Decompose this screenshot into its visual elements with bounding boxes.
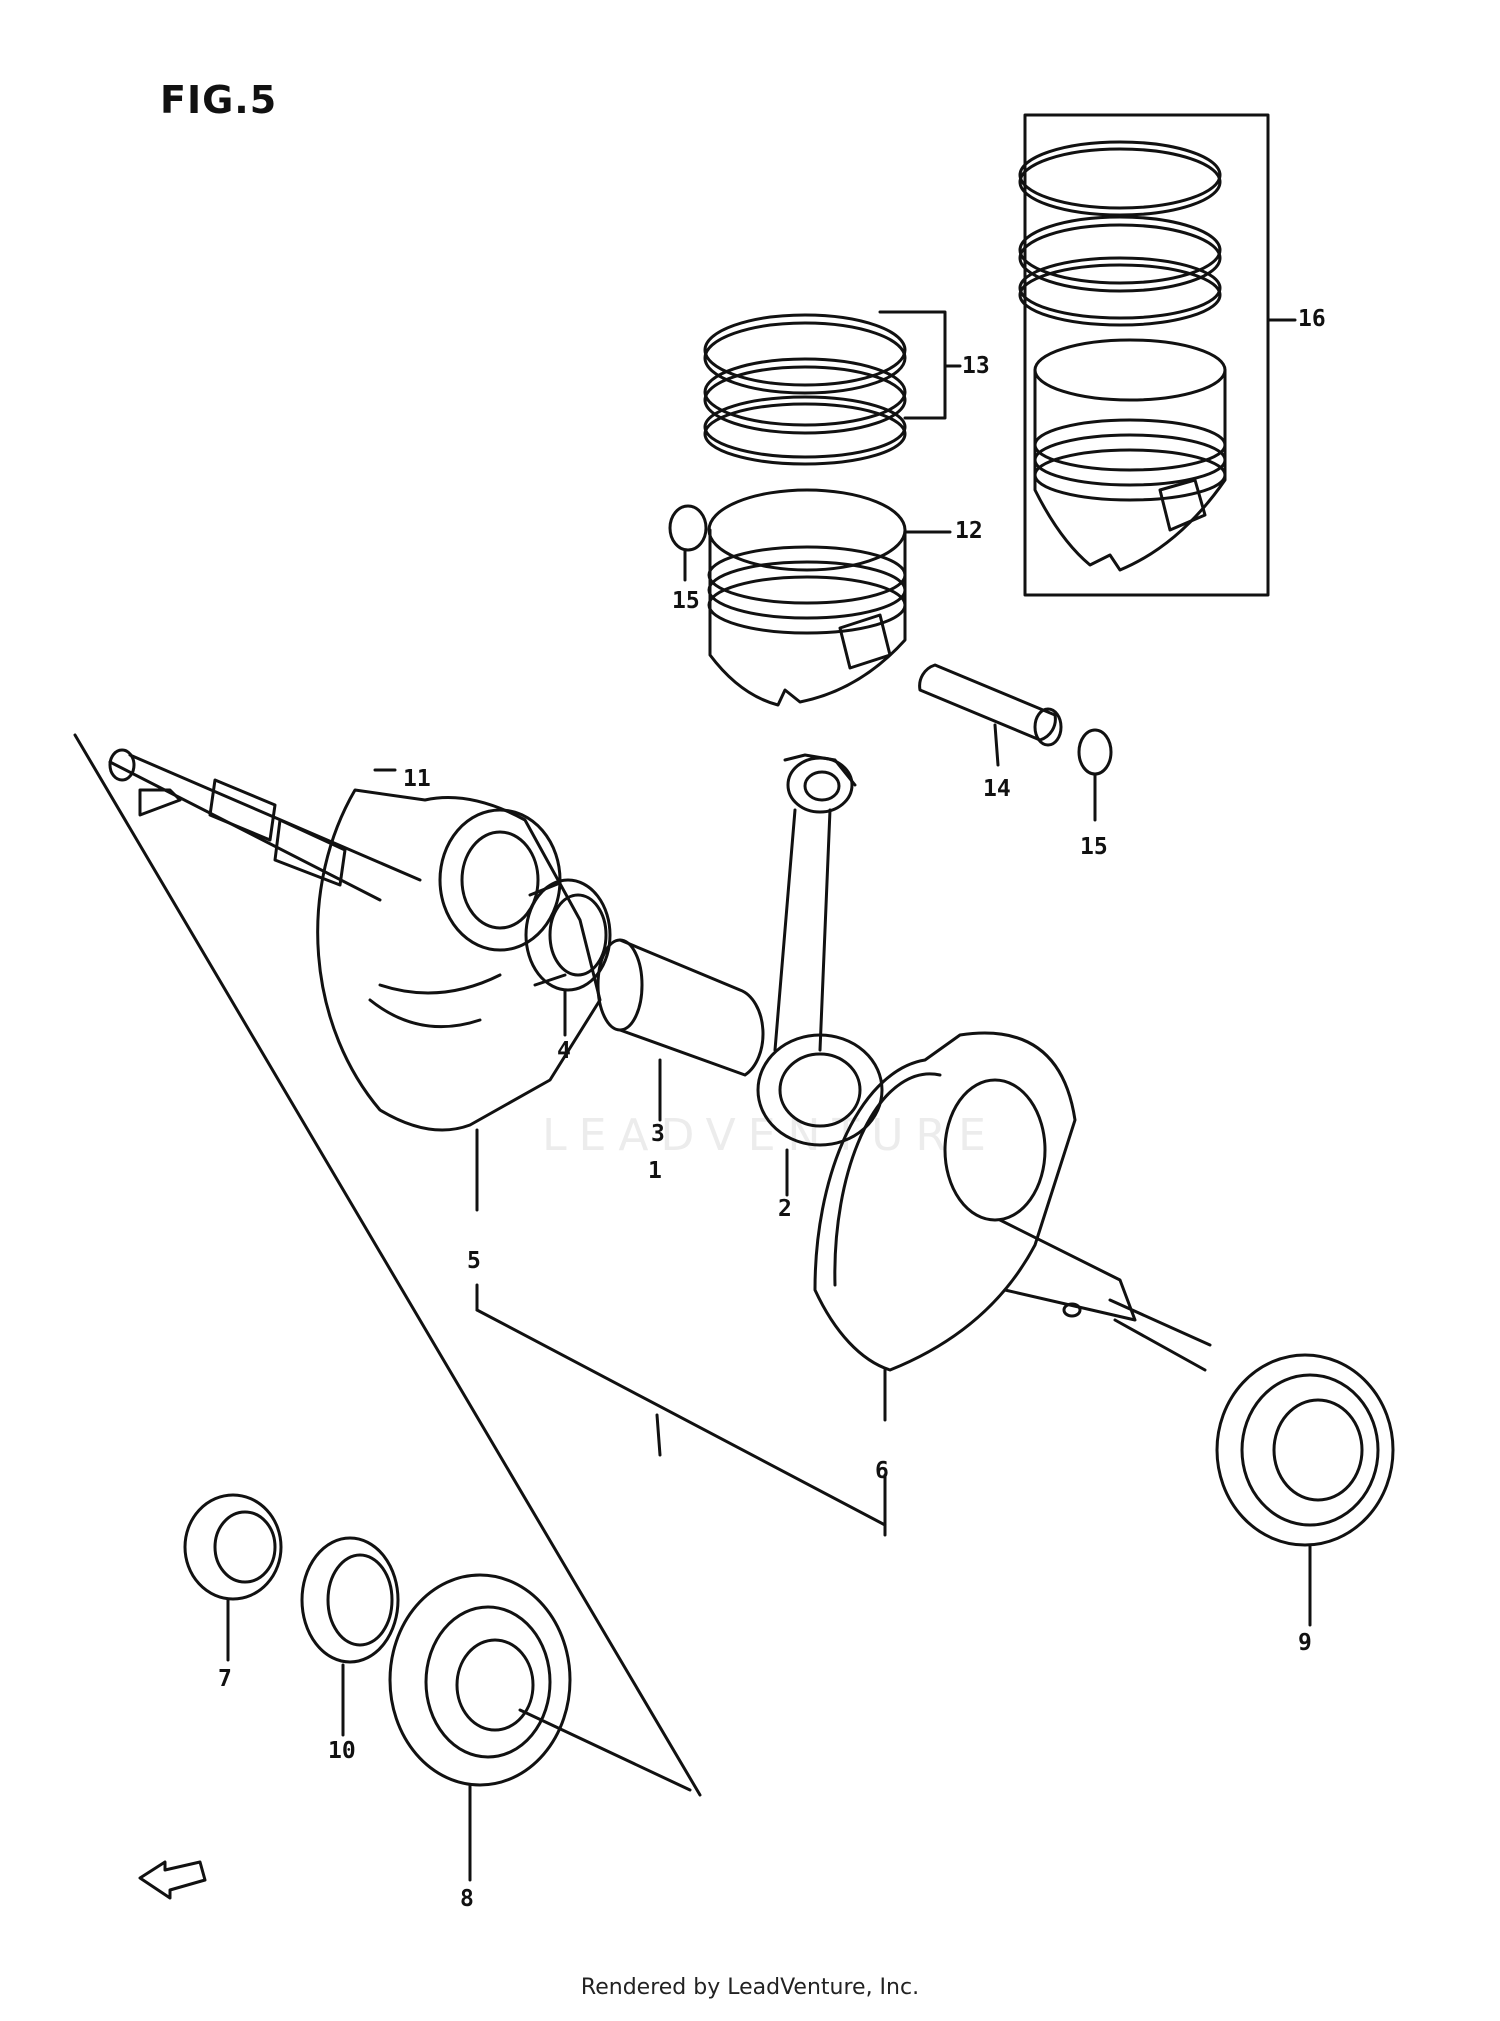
needle-bearing [524, 878, 612, 1037]
piston-pin [918, 663, 1063, 767]
callout-9: 9 [1298, 1630, 1312, 1656]
callout-10: 10 [328, 1738, 356, 1764]
front-arrow-icon [138, 1860, 207, 1900]
callout-8: 8 [460, 1886, 474, 1912]
callout-13: 13 [962, 353, 990, 379]
callout-4: 4 [557, 1038, 571, 1064]
callout-11: 11 [403, 766, 431, 792]
callout-3: 3 [651, 1121, 665, 1147]
callout-14: 14 [983, 776, 1011, 802]
left-crankshaft-half [108, 748, 602, 1132]
right-crankshaft-half [813, 1031, 1212, 1422]
circlips [668, 504, 1113, 822]
left-side-parts [183, 1493, 572, 1882]
assembly-bracket [475, 1128, 887, 1537]
figure-title: FIG.5 [160, 78, 278, 122]
main-bearing-right [1215, 1353, 1395, 1627]
piston-kit-box [1018, 113, 1297, 597]
callout-15-left: 15 [672, 588, 700, 614]
crank-pin [596, 938, 765, 1122]
watermark: LEADVENTURE [542, 1110, 998, 1161]
callout-7: 7 [218, 1666, 232, 1692]
callout-15-right: 15 [1080, 834, 1108, 860]
piston [707, 488, 952, 707]
piston-rings [703, 310, 962, 466]
render-credit: Rendered by LeadVenture, Inc. [580, 1975, 920, 2000]
callout-12: 12 [955, 518, 983, 544]
callout-16: 16 [1298, 306, 1326, 332]
connecting-rod [756, 753, 884, 1197]
callout-6: 6 [875, 1458, 889, 1484]
callout-5: 5 [467, 1248, 481, 1274]
callout-2: 2 [778, 1196, 792, 1222]
callout-1: 1 [648, 1158, 662, 1184]
alignment-lines [73, 733, 702, 1797]
